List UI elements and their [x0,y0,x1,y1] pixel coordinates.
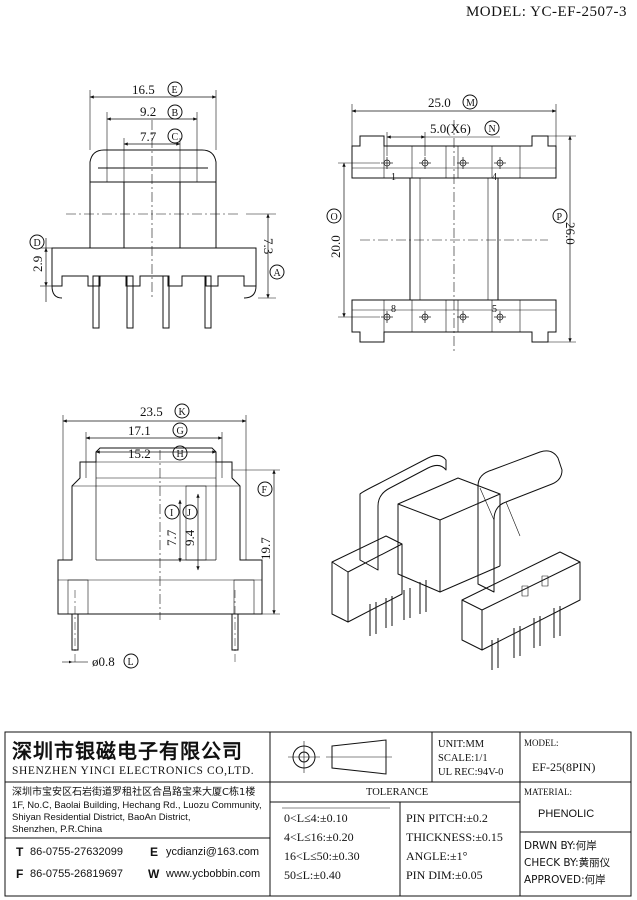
marker-e: E [167,81,183,97]
marker-k: K [174,403,190,419]
tolerance-row-2: 4<L≤16:±0.20 [284,830,354,844]
dim-j: 9.4 [182,529,197,546]
side-view [57,415,280,664]
svg-text:P: P [557,212,563,223]
tolerance-row-4: 50≤L:±0.40 [284,868,341,882]
pin-1: 1 [391,172,396,183]
svg-text:L: L [128,657,134,668]
tel-value: 86-0755-27632099 [30,846,123,858]
dim-f: 19.7 [258,537,273,560]
tel-label: T [16,845,24,859]
marker-i: I [164,504,180,520]
dim-d: 2.9 [30,256,45,272]
angle: ANGLE:±1° [406,849,468,863]
marker-n: N [484,120,500,136]
dim-o: 20.0 [328,235,343,258]
svg-text:K: K [179,407,187,418]
top-view [338,104,576,352]
marker-l: L [123,653,139,669]
dim-m: 25.0 [428,95,451,110]
marker-h: H [172,445,188,461]
dim-p: 26.0 [563,222,578,245]
svg-text:I: I [170,508,173,519]
approved-by: APPROVED:何岸 [524,874,606,886]
scale-text: SCALE:1/1 [438,753,488,764]
svg-text:H: H [177,449,184,460]
front-view [40,90,276,329]
email-label: E [150,845,159,859]
svg-text:C: C [172,132,179,143]
marker-p: P [552,208,568,224]
svg-text:N: N [489,124,496,135]
company-name-en: SHENZHEN YINCI ELECTRONICS CO,LTD. [12,765,255,777]
email-value: ycdianzi@163.com [166,846,260,858]
dim-c: 7.7 [140,129,157,144]
fax-label: F [16,867,24,881]
dim-i: 7.7 [164,529,179,546]
web-label: W [148,867,160,881]
tolerance-row-3: 16<L≤50:±0.30 [284,849,360,863]
svg-text:M: M [466,98,475,109]
dim-b: 9.2 [140,104,156,119]
marker-f: F [257,481,273,497]
svg-text:E: E [172,85,178,96]
marker-b: B [167,104,183,120]
marker-d: D [29,234,45,250]
drawn-by: DRWN BY:何岸 [524,840,597,852]
address-en-1: 1F, No.C, Baolai Building, Hechang Rd., … [12,800,262,811]
web-value: www.ycbobbin.com [166,868,261,880]
ul-text: UL REC:94V-0 [438,767,504,778]
model-header-label: MODEL: [465,4,527,20]
svg-text:A: A [274,268,282,279]
title-block-frame [4,731,632,897]
tolerance-title: TOLERANCE [366,787,429,798]
dim-a: 7.3 [261,238,276,254]
dim-n: 5.0(X6) [430,121,471,136]
pin-8: 8 [391,304,396,315]
marker-o: O [326,208,342,224]
unit-text: UNIT:MM [438,739,485,750]
model-label: MODEL: [524,738,559,748]
address-en-3: Shenzhen, P.R.China [12,824,103,835]
pin-pitch: PIN PITCH:±0.2 [406,811,488,825]
address-cn: 深圳市宝安区石岩街道罗租社区合昌路宝来大厦C栋1楼 [12,787,256,798]
fax-value: 86-0755-26819697 [30,868,123,880]
dim-k: 23.5 [140,404,163,419]
model-header-value: YC-EF-2507-3 [530,4,627,20]
thickness: THICKNESS:±0.15 [406,830,503,844]
marker-j: J [182,504,198,520]
marker-g: G [172,422,188,438]
pin-4: 4 [492,172,497,183]
svg-text:D: D [34,238,41,249]
model-value: EF-25(8PIN) [532,760,596,774]
checked-by: CHECK BY:黄丽仪 [524,857,611,869]
svg-text:O: O [331,212,338,223]
isometric-view [331,450,581,670]
address-en-2: Shiyan Residential District, BaoAn Distr… [12,812,191,823]
tolerance-row-1: 0<L≤4:±0.10 [284,811,348,825]
company-name-cn: 深圳市银磁电子有限公司 [12,739,243,763]
svg-text:G: G [177,426,184,437]
svg-text:B: B [172,108,179,119]
svg-text:J: J [187,508,191,519]
model-header: MODEL: YC-EF-2507-3 [466,4,627,21]
marker-m: M [462,94,478,110]
dim-l: ø0.8 [92,654,115,669]
marker-a: A [269,264,285,280]
dim-g: 17.1 [128,423,151,438]
marker-c: C [167,128,183,144]
material-label: MATERIAL: [524,787,572,797]
pin-dim: PIN DIM:±0.05 [406,868,483,882]
dim-h: 15.2 [128,446,151,461]
material-value: PHENOLIC [538,808,595,820]
markers: E B C D A M N O P K G H I J F L [29,81,568,669]
pin-5: 5 [492,304,497,315]
svg-text:F: F [262,485,268,496]
dim-e: 16.5 [132,82,155,97]
